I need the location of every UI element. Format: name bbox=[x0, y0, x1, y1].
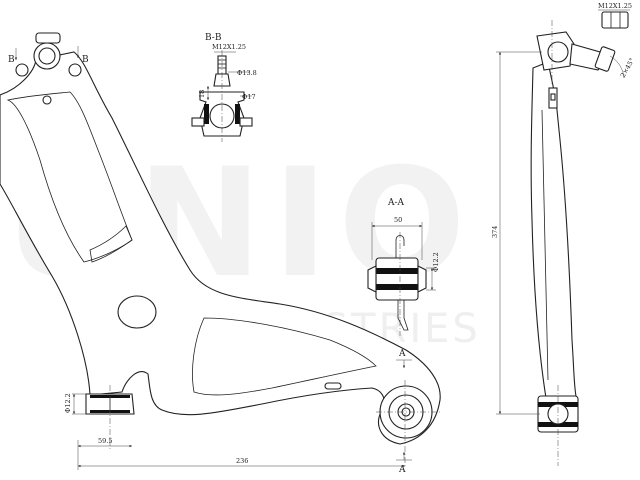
dim-bush-dia-label: Φ12.2 bbox=[64, 393, 72, 413]
aa-sleeve-bottom bbox=[397, 300, 409, 331]
bb-stud-dia-label: Φ13.8 bbox=[237, 69, 257, 77]
side-nut-detail bbox=[601, 11, 629, 29]
control-arm-plan-view bbox=[0, 32, 441, 445]
top-ball-joint-core bbox=[38, 47, 56, 65]
bb-hatch-left bbox=[204, 104, 209, 124]
bb-flange-left bbox=[191, 117, 205, 127]
section-a-top-label: A bbox=[398, 349, 406, 359]
arm-slot bbox=[324, 382, 342, 390]
section-bb-ball-joint: B-B M12X1.25 Φ13.8 Φ17 18 bbox=[191, 33, 257, 142]
lightening-hole bbox=[117, 295, 157, 329]
section-b-left-label: B bbox=[8, 55, 15, 65]
bb-flange-right bbox=[239, 117, 253, 127]
dim-bush-dia: Φ12.2 bbox=[64, 393, 86, 415]
section-b-markers: B B bbox=[8, 46, 89, 65]
section-aa-title: A-A bbox=[387, 198, 405, 208]
side-nut bbox=[594, 46, 616, 72]
bb-height-label: 18 bbox=[198, 90, 206, 98]
section-a-markers: A A bbox=[396, 349, 412, 475]
arm-body-outline bbox=[0, 51, 441, 445]
aa-dia-label: Φ12.2 bbox=[432, 252, 440, 272]
bb-hatch-right bbox=[235, 104, 240, 124]
arm-lower-recess bbox=[192, 317, 377, 396]
section-aa-bushing: A-A 50 Φ12.2 bbox=[367, 198, 440, 336]
mount-hole-right bbox=[68, 63, 82, 77]
dim-bush-offset-label: 59.5 bbox=[98, 437, 112, 445]
mount-hole-left bbox=[15, 63, 29, 77]
dim-overall-length-label: 236 bbox=[236, 457, 248, 465]
section-a-bottom-label: A bbox=[398, 465, 406, 475]
aa-width-label: 50 bbox=[394, 216, 402, 224]
arm-upper-pocket bbox=[89, 225, 133, 263]
aa-flange-left bbox=[367, 265, 377, 293]
side-ball bbox=[547, 41, 569, 63]
bb-thread-label: M12X1.25 bbox=[212, 43, 246, 51]
side-thread-label: M12X1.25 bbox=[598, 2, 632, 10]
dim-bush-offset: 59.5 bbox=[77, 437, 132, 450]
aa-hatch-top bbox=[376, 268, 418, 274]
section-bb-title: B-B bbox=[205, 33, 222, 43]
aa-bushing-body bbox=[375, 257, 419, 301]
dim-overall-length: 236 bbox=[77, 450, 405, 470]
mount-hole-center bbox=[42, 95, 52, 105]
side-body bbox=[530, 61, 577, 399]
aa-flange-right bbox=[417, 265, 427, 293]
side-length-label: 374 bbox=[491, 226, 499, 238]
side-view: M12X1.25 2×45° 374 bbox=[491, 2, 636, 466]
bb-ball-dia-label: Φ17 bbox=[242, 93, 256, 101]
top-ball-joint-cap bbox=[35, 32, 61, 44]
section-b-right-label: B bbox=[82, 55, 89, 65]
aa-hatch-bottom bbox=[376, 284, 418, 290]
